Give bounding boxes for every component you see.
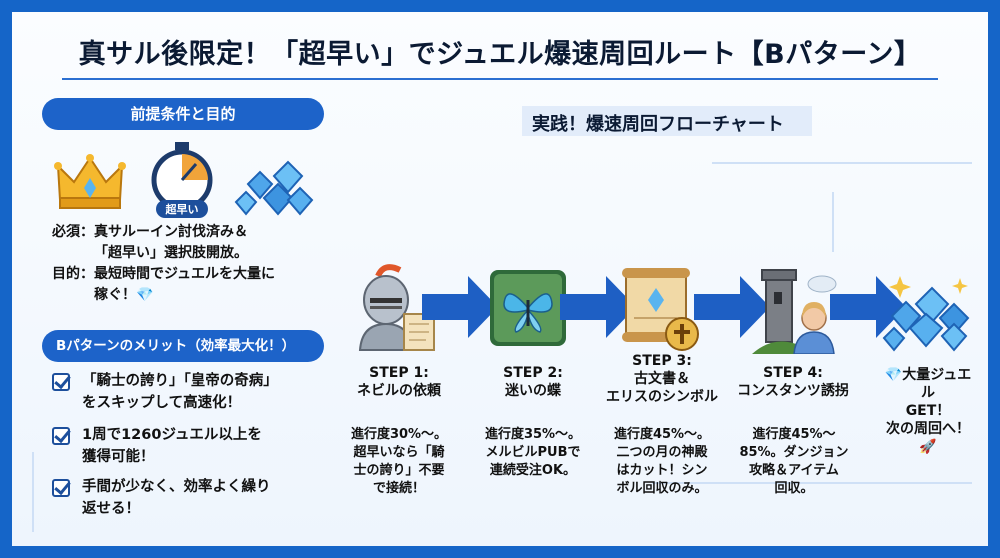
flow-arrow-icon (422, 276, 498, 338)
checkbox-icon (52, 479, 70, 497)
step-desc-line: 二つの月の神殿 (616, 445, 708, 460)
speed-badge-label: 超早い (165, 203, 199, 216)
flow-title-bg (522, 106, 812, 136)
requirement-line: 必須：真サルーイン討伐済み＆ (52, 224, 248, 240)
title-divider (62, 78, 938, 80)
step-2-desc: 進行度35%〜。 メルビルPUBで 連続受注OK。 (468, 426, 598, 480)
decor-line (32, 452, 34, 532)
crown-icon (54, 154, 126, 209)
requirement-line: 「超早い」選択肢開放。 (94, 245, 248, 261)
infographic-frame: 真サル後限定！「超早い」でジュエル爆速周回ルート【Bパターン】 前提条件と目的 … (12, 12, 988, 546)
checkbox-icon (52, 427, 70, 445)
step-desc-line: 85%。ダンジョン (739, 445, 849, 460)
step-name: 古文書＆ (634, 371, 690, 387)
merit-pill: Bパターンのメリット（効率最大化！） (42, 330, 324, 362)
conditions-icons: 超早い (54, 142, 314, 220)
tower-person-icon (752, 269, 837, 354)
step-desc-line: 士の誇り」不要 (353, 463, 445, 478)
step-desc-line: 進行度45%〜。 (613, 427, 711, 442)
step-3-label: STEP 3: 古文書＆ エリスのシンボル (592, 352, 732, 406)
step-name: ネビルの依頼 (357, 383, 441, 399)
butterfly-icon (490, 270, 566, 346)
gems-icon (234, 160, 314, 216)
checkbox-icon (52, 373, 70, 391)
merit-text: 返せる！ (82, 501, 140, 517)
step-desc-line: 攻略＆アイテム (749, 463, 839, 478)
goal-line: 稼ぐ！💎 (94, 287, 154, 303)
final-result: 💎大量ジュエル GET！ 次の周回へ！🚀 (878, 366, 978, 456)
merit-item: 1周で1260ジュエル以上を 獲得可能！ (52, 424, 322, 470)
merit-item: 手間が少なく、効率よく繰り 返せる！ (52, 476, 322, 522)
flow-arrow-icon (830, 276, 906, 338)
step-4-desc: 進行度45%〜 85%。ダンジョン 攻略＆アイテム 回収。 (732, 426, 856, 498)
goal-line: 目的：最短時間でジュエルを大量に (52, 266, 276, 282)
decor-line (712, 162, 972, 164)
merit-text: 1周で1260ジュエル以上を (82, 427, 262, 443)
final-line: 💎大量ジュエル (884, 367, 972, 401)
step-1-desc: 進行度30%〜。 超早いなら「騎 士の誇り」不要 で接続！ (342, 426, 456, 498)
step-desc-line: 進行度35%〜。 (484, 427, 582, 442)
step-desc-line: 進行度45%〜 (752, 427, 836, 442)
merit-text: 手間が少なく、効率よく繰り (82, 479, 271, 495)
knight-icon (358, 264, 435, 351)
requirement-text: 必須：真サルーイン討伐済み＆ 「超早い」選択肢開放。 目的：最短時間でジュエルを… (52, 222, 275, 306)
page-title: 真サル後限定！「超早い」でジュエル爆速周回ルート【Bパターン】 (78, 39, 922, 70)
flow-arrow-icon (694, 276, 770, 338)
step-4-label: STEP 4: コンスタンツ誘拐 (728, 364, 858, 400)
gem-pile-icon (882, 276, 970, 352)
stopwatch-icon (151, 142, 213, 218)
flow-title: 実践！爆速周回フローチャート (532, 114, 784, 135)
final-line: GET！ (905, 403, 951, 419)
step-number: STEP 2: (503, 365, 563, 381)
step-desc-line: ボル回収のみ。 (616, 481, 708, 496)
step-number: STEP 3: (632, 353, 692, 369)
scroll-icon (622, 268, 699, 351)
step-2-label: STEP 2: 迷いの蝶 (478, 364, 588, 400)
step-name: エリスのシンボル (606, 389, 718, 405)
merit-text: をスキップして高速化！ (82, 395, 242, 411)
merit-text: 獲得可能！ (82, 449, 155, 465)
merit-item: 「騎士の誇り」「皇帝の奇病」 をスキップして高速化！ (52, 370, 322, 416)
step-name: 迷いの蝶 (505, 383, 561, 399)
merit-text: 「騎士の誇り」「皇帝の奇病」 (82, 373, 278, 389)
step-desc-line: 超早いなら「騎 (353, 445, 445, 460)
step-number: STEP 1: (369, 365, 429, 381)
step-number: STEP 4: (763, 365, 823, 381)
decor-line (832, 192, 834, 252)
step-desc-line: 回収。 (774, 481, 814, 496)
conditions-pill: 前提条件と目的 (42, 98, 324, 130)
step-desc-line: はカット！シン (616, 463, 708, 478)
flow-arrow-icon (560, 276, 636, 338)
step-desc-line: メルビルPUBで (485, 445, 581, 460)
step-desc-line: 連続受注OK。 (489, 463, 577, 478)
step-1-label: STEP 1: ネビルの依頼 (344, 364, 454, 400)
step-desc-line: で接続！ (372, 481, 425, 496)
step-name: コンスタンツ誘拐 (737, 383, 849, 399)
step-desc-line: 進行度30%〜。 (350, 427, 448, 442)
final-line: 次の周回へ！🚀 (886, 421, 970, 455)
decor-line (652, 482, 972, 484)
step-3-desc: 進行度45%〜。 二つの月の神殿 はカット！シン ボル回収のみ。 (602, 426, 722, 498)
